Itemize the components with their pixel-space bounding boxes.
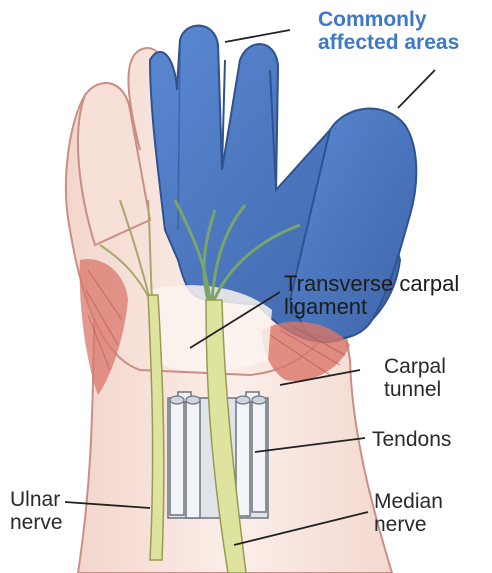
label-ulnar-line2: nerve (10, 511, 63, 534)
label-median-nerve: Median nerve (374, 490, 443, 536)
label-tendons: Tendons (372, 428, 451, 451)
label-ulnar-nerve: Ulnar nerve (10, 488, 63, 534)
label-commonly-affected-line1: Commonly (318, 8, 459, 31)
label-median-line1: Median (374, 490, 443, 513)
label-commonly-affected: Commonly affected areas (318, 8, 459, 54)
label-median-line2: nerve (374, 513, 443, 536)
label-carpal-tunnel: Carpal tunnel (384, 355, 446, 401)
label-transverse-carpal-ligament: Transverse carpal ligament (284, 272, 459, 318)
label-commonly-affected-line2: affected areas (318, 31, 459, 54)
label-carpal-tunnel-line2: tunnel (384, 378, 446, 401)
label-transverse-line1: Transverse carpal (284, 272, 459, 295)
label-carpal-tunnel-line1: Carpal (384, 355, 446, 378)
label-ulnar-line1: Ulnar (10, 488, 63, 511)
label-transverse-line2: ligament (284, 295, 459, 318)
